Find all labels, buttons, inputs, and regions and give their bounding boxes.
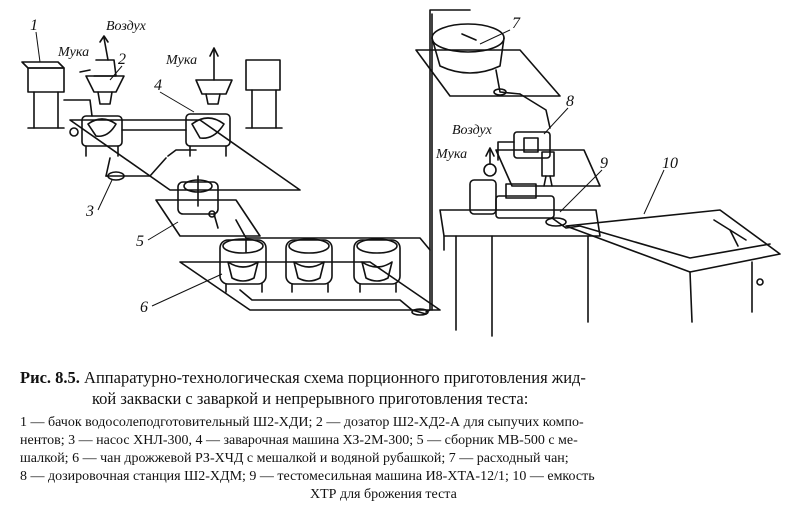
- caption-title-line-2: кой закваски с заваркой и непрерывного п…: [92, 389, 529, 408]
- equipment-diagram: 1 Воздух Мука 2 Мука 4 3 5 6 7 8 Воздух …: [21, 9, 781, 337]
- legend-line-5: ХТР для брожения теста: [310, 487, 457, 502]
- floor-platform-left: [69, 119, 301, 191]
- label-6: 6: [140, 299, 148, 316]
- legend-line-4: 8 — дозировочная станция Ш2-ХДМ; 9 — тес…: [20, 469, 595, 484]
- label-5: 5: [136, 233, 144, 250]
- pump-3: [105, 157, 167, 181]
- consumption-vat-7: [415, 23, 561, 129]
- label-4: 4: [154, 77, 162, 94]
- label-flour-centre: Мука: [165, 53, 197, 68]
- pipeline-left: [63, 99, 197, 177]
- label-1: 1: [30, 17, 38, 34]
- label-10: 10: [662, 155, 678, 172]
- pipeline-to-vats: [235, 219, 431, 253]
- brewing-machine-4: [185, 47, 233, 157]
- legend-line-2: нентов; 3 — насос ХНЛ-300, 4 — заварочна…: [20, 433, 578, 448]
- yeast-vats-6: [179, 238, 441, 316]
- label-3: 3: [85, 203, 94, 220]
- label-air-right: Воздух: [452, 123, 493, 138]
- riser-pipe: [425, 9, 471, 313]
- legend-line-1: 1 — бачок водосолеподготовительный Ш2-ХД…: [20, 415, 584, 430]
- label-flour-left: Мука: [57, 45, 89, 60]
- label-2: 2: [118, 51, 126, 68]
- dough-mixer-9: [469, 147, 581, 229]
- label-flour-right: Мука: [435, 147, 467, 162]
- fermentation-trough-10: [565, 209, 781, 323]
- water-salt-tank-1: [21, 61, 65, 129]
- label-8: 8: [566, 93, 574, 110]
- label-air-left: Воздух: [106, 19, 147, 34]
- legend-line-3: шалкой; 6 — чан дрожжевой РЗ-ХЧД с мешал…: [20, 451, 569, 466]
- brewing-machine-left: [69, 115, 123, 157]
- caption-title-line-1: Аппаратурно-технологическая схема порцио…: [84, 368, 586, 387]
- dosing-station-8: [495, 131, 601, 187]
- collector-5: [155, 175, 261, 237]
- label-7: 7: [512, 15, 521, 32]
- bulk-doser-2: [79, 35, 125, 105]
- figure-number: Рис. 8.5.: [20, 368, 80, 387]
- cabinet-stand-right: [245, 59, 283, 129]
- work-table: [439, 209, 601, 337]
- label-9: 9: [600, 155, 608, 172]
